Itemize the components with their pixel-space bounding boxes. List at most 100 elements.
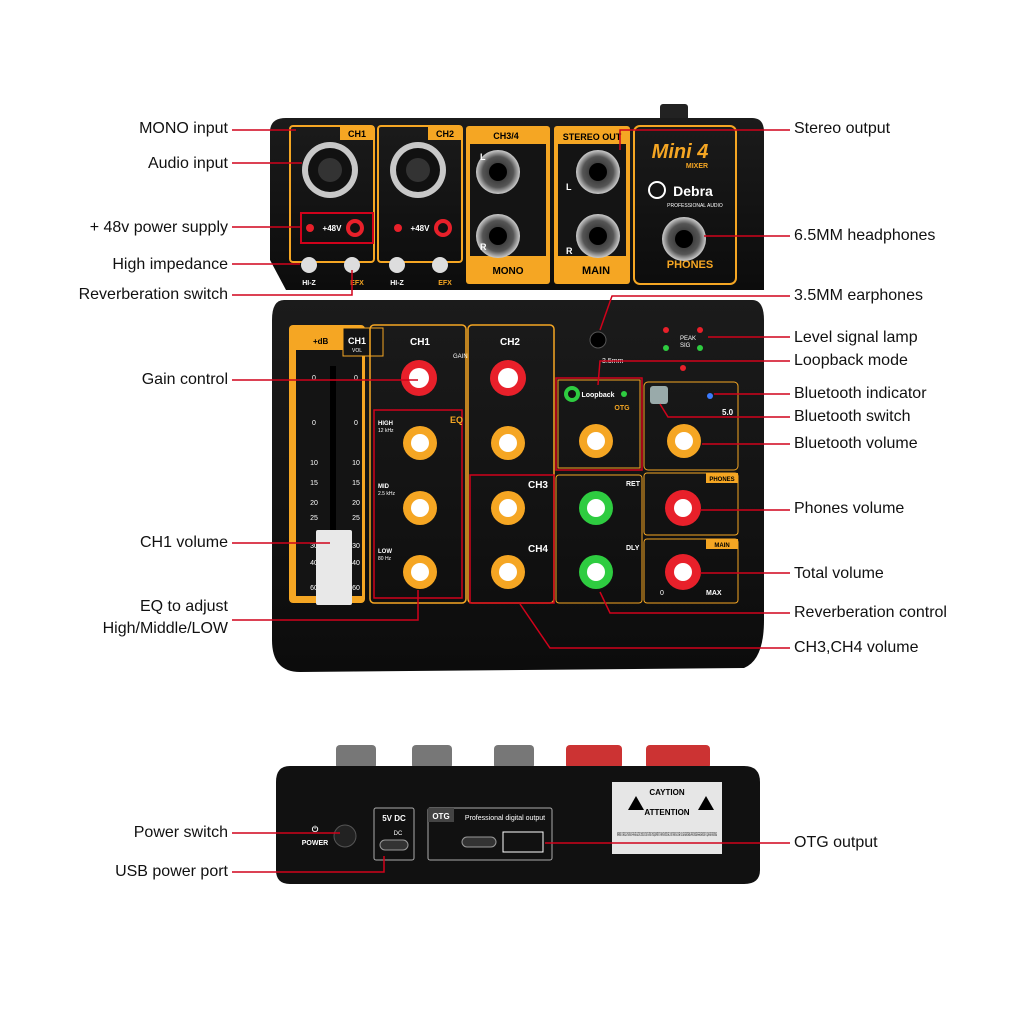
fader-scale-label: 0: [312, 420, 316, 427]
fader-scale-label: 20: [352, 500, 360, 507]
ch2-strip: CH2 CH3 CH4: [467, 324, 555, 604]
svg-text:L: L: [480, 152, 486, 162]
peak-led-l: [663, 327, 669, 333]
earphones-jack-35: [589, 331, 607, 349]
svg-text:HIGH: HIGH: [378, 421, 393, 427]
usb-power-port: [379, 839, 409, 851]
power-icon: ⏻: [312, 825, 319, 834]
callout-bt-indicator: Bluetooth indicator: [794, 385, 927, 402]
callout-phantom-48v: + 48v power supply: [89, 219, 228, 236]
svg-text:+48V: +48V: [411, 224, 431, 233]
callout-reverb-switch: Reverberation switch: [78, 286, 228, 303]
ch1-label: CH1: [348, 129, 366, 139]
svg-text:EFX: EFX: [438, 280, 452, 287]
svg-text:CH1: CH1: [410, 337, 430, 348]
svg-text:LOW: LOW: [378, 549, 392, 555]
svg-text:MID: MID: [378, 484, 390, 490]
svg-text:EQ: EQ: [450, 415, 463, 425]
fader-scale-label: 30: [352, 543, 360, 550]
svg-text:CH1: CH1: [348, 336, 366, 346]
svg-text:RET: RET: [626, 481, 641, 488]
ch1-input-block: CH1 +48V HI-Z EFX: [289, 125, 375, 287]
svg-text:2.5 kHz: 2.5 kHz: [378, 491, 395, 497]
loopback-led: [621, 391, 627, 397]
svg-text:HI-Z: HI-Z: [302, 280, 316, 287]
sig-led-r: [697, 345, 703, 351]
svg-text:WARNING: TO REDUCE THE RISK OF: WARNING: TO REDUCE THE RISK OF FIRE OR E…: [617, 832, 717, 838]
callout-eq-bands: High/Middle/LOW: [102, 620, 228, 637]
status-led: [680, 365, 686, 371]
callout-phones-volume: Phones volume: [794, 500, 905, 517]
callout-bt-volume: Bluetooth volume: [794, 435, 918, 452]
svg-text:CAYTION: CAYTION: [649, 788, 684, 797]
p48-led-ch2: [394, 224, 402, 232]
efx-switch-ch2[interactable]: [432, 257, 448, 273]
svg-text:CH3/4: CH3/4: [493, 131, 519, 141]
dc-port-box: [373, 807, 415, 861]
fader-scale-label: 30: [310, 543, 318, 550]
sig-led-l: [663, 345, 669, 351]
bluetooth-indicator-led: [707, 393, 713, 399]
p48-box-ch1: [300, 212, 374, 244]
hiz-switch-ch2[interactable]: [389, 257, 405, 273]
brand-logo-icon: [648, 181, 666, 199]
callout-headphones-65: 6.5MM headphones: [794, 227, 936, 244]
svg-text:CH3: CH3: [528, 480, 548, 491]
otg-port-box: [427, 807, 553, 861]
fader-scale-label: 60: [310, 585, 318, 592]
bluetooth-switch[interactable]: [650, 386, 668, 404]
ch2-input-block: CH2 +48V HI-Z EFX: [377, 125, 463, 287]
fader-scale-label: 0: [354, 420, 358, 427]
svg-text:MONO: MONO: [492, 266, 523, 277]
svg-text:PHONES: PHONES: [667, 259, 713, 271]
svg-text:0: 0: [660, 590, 664, 597]
mixer-rear-view: ⏻ POWER 5V DC DC OTG Professional digita…: [276, 745, 760, 884]
fader-scale-label: 20: [310, 500, 318, 507]
callout-ch34-volume: CH3,CH4 volume: [794, 639, 919, 656]
svg-text:CH4: CH4: [528, 544, 548, 555]
caution-label: [612, 782, 722, 854]
callout-total-volume: Total volume: [794, 565, 884, 582]
svg-text:OTG: OTG: [614, 405, 630, 412]
svg-text:MIXER: MIXER: [686, 163, 708, 170]
mixer-lower-body: [272, 300, 764, 672]
fader-scale-label: 25: [310, 515, 318, 522]
rear-jack-3: [494, 745, 534, 769]
mixer-top-view: CH1 +48V HI-Z EFX CH2 +48V: [270, 104, 764, 672]
svg-text:80 Hz: 80 Hz: [378, 556, 392, 562]
svg-text:CH2: CH2: [436, 129, 454, 139]
rear-jack-1: [336, 745, 376, 769]
ch1-fader-cap[interactable]: [316, 530, 352, 605]
callout-level-lamp: Level signal lamp: [794, 329, 918, 346]
fader-scale-label: 40: [310, 560, 318, 567]
callout-gain-control: Gain control: [141, 371, 228, 388]
efx-switch-ch1[interactable]: [344, 257, 360, 273]
warning-icon-left: [628, 796, 644, 810]
callout-usb-power-port: USB power port: [115, 863, 228, 880]
svg-text:5V DC: 5V DC: [382, 814, 406, 823]
power-switch[interactable]: [333, 824, 357, 848]
svg-text:Professional digital output: Professional digital output: [465, 815, 545, 822]
svg-text:VOL: VOL: [352, 348, 362, 354]
svg-text:MAIN: MAIN: [714, 543, 729, 549]
callout-audio-input: Audio input: [147, 155, 228, 172]
svg-text:POWER: POWER: [302, 840, 328, 847]
svg-text:DC: DC: [394, 831, 403, 837]
svg-text:MAX: MAX: [706, 590, 722, 597]
svg-text:+dB: +dB: [313, 337, 329, 346]
callout-power-switch: Power switch: [133, 824, 228, 841]
fader-scale-label: 0: [312, 375, 316, 382]
callout-earphones-35: 3.5MM earphones: [794, 287, 923, 304]
svg-text:+48V: +48V: [323, 224, 343, 233]
hiz-switch-ch1[interactable]: [301, 257, 317, 273]
svg-text:HI-Z: HI-Z: [390, 280, 404, 287]
callout-stereo-output: Stereo output: [794, 120, 891, 137]
peak-led-r: [697, 327, 703, 333]
brand-model: Mini 4: [652, 141, 709, 163]
svg-text:12 kHz: 12 kHz: [378, 428, 394, 434]
ch34-box: [469, 474, 555, 604]
otg-port: [461, 836, 497, 848]
usb-icon: [502, 831, 544, 853]
